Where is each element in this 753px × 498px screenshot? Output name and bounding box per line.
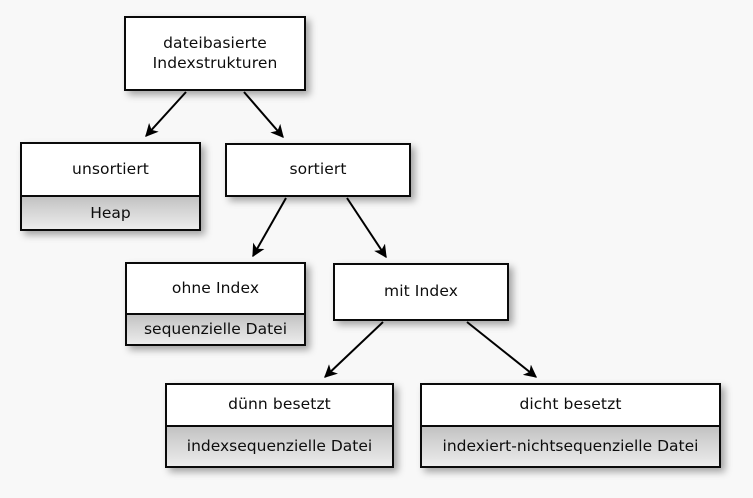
- node-ohne-index[interactable]: ohne Index sequenzielle Datei: [125, 262, 306, 346]
- node-unsortiert-label: unsortiert: [22, 144, 199, 197]
- node-dicht-besetzt-sublabel: indexiert-nichtsequenzielle Datei: [422, 427, 719, 466]
- node-unsortiert[interactable]: unsortiert Heap: [20, 142, 201, 231]
- node-mit-index-label: mit Index: [335, 265, 507, 319]
- node-unsortiert-sublabel: Heap: [22, 197, 199, 229]
- node-dicht-besetzt-label: dicht besetzt: [422, 385, 719, 427]
- node-duenn-besetzt-sublabel: indexsequenzielle Datei: [167, 427, 392, 466]
- edge-root-to-sortiert: [243, 91, 284, 138]
- edge-root-to-unsortiert: [145, 91, 187, 137]
- node-dateibasierte-indexstrukturen[interactable]: dateibasierte Indexstrukturen: [124, 16, 306, 91]
- node-duenn-besetzt[interactable]: dünn besetzt indexsequenzielle Datei: [165, 383, 394, 468]
- edge-mit-index-to-duenn-besetzt: [324, 321, 384, 378]
- edge-mit-index-to-dicht-besetzt: [466, 321, 538, 378]
- node-sortiert[interactable]: sortiert: [225, 143, 411, 197]
- node-duenn-besetzt-label: dünn besetzt: [167, 385, 392, 427]
- edge-sortiert-to-mit-index: [346, 197, 387, 259]
- edge-sortiert-to-ohne-index: [252, 197, 287, 258]
- node-mit-index[interactable]: mit Index: [333, 263, 509, 321]
- node-sortiert-label: sortiert: [227, 145, 409, 195]
- node-dicht-besetzt[interactable]: dicht besetzt indexiert-nichtsequenziell…: [420, 383, 721, 468]
- node-root-label: dateibasierte Indexstrukturen: [126, 18, 304, 89]
- node-ohne-index-label: ohne Index: [127, 264, 304, 315]
- node-ohne-index-sublabel: sequenzielle Datei: [127, 315, 304, 344]
